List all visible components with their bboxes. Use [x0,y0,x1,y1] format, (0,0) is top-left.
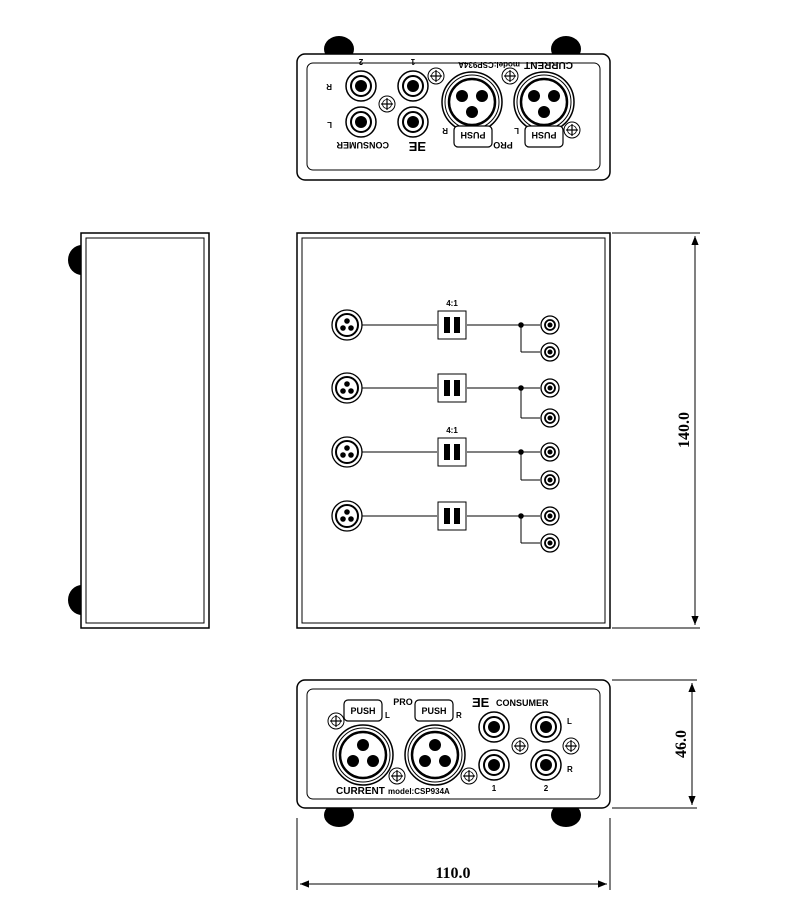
channel-r-label: R [456,711,462,720]
face-inner-outline [301,237,606,624]
rca-l-label: L [327,120,332,129]
transformer-icon [437,310,467,340]
rca-r-label: R [326,82,332,91]
rca-output-icon [540,408,560,428]
pro-label: PRO [393,697,413,707]
rca-l-label: L [567,717,572,726]
screw-icon [327,712,345,730]
depth-value: 46.0 [673,730,690,758]
rca-output-icon [540,315,560,335]
push-label-r: PUSH [421,706,446,716]
foot-front-right [551,803,581,827]
depth-dimension: 46.0 [612,679,697,809]
push-label-l: PUSH [531,130,556,140]
xlr-input-icon [331,309,363,341]
rca-2-label: 2 [544,784,549,793]
top-panel-inner [306,62,601,171]
screw-icon [563,121,581,139]
rca-jack-2-l [530,711,562,743]
push-latch-l [343,699,383,722]
transformer-icon [437,373,467,403]
xlr-connector-l [331,723,395,787]
channel-r-label: R [442,126,448,135]
xlr-connector-l [512,70,576,134]
xlr-connector-r [403,723,467,787]
rca-jack-2-r [530,749,562,781]
face-outline [296,232,611,629]
ratio-label: 4:1 [446,299,458,308]
side-inner-outline [85,237,205,624]
height-value: 140.0 [676,412,693,448]
channel-l-label: L [385,711,390,720]
channel-row: 4:1 [331,299,560,362]
push-latch-r [414,699,454,722]
push-label-l: PUSH [350,706,375,716]
xlr-input-icon [331,500,363,532]
front-panel-view: PUSH PUSH L R PRO CURRENT model:CSP934A … [296,679,611,827]
rca-1-label: 1 [492,784,497,793]
rca-jack-1-l [397,106,429,138]
rca-jack-1-l [478,711,510,743]
xlr-input-icon [331,436,363,468]
rca-1-label: 1 [410,57,415,66]
top-panel-view: PUSH PUSH L R PRO L R 1 2 CONSUMER ƎE CU… [296,36,611,181]
width-dimension: 110.0 [296,818,611,890]
screw-icon [388,767,406,785]
push-label-r: PUSH [460,130,485,140]
rca-output-icon [540,506,560,526]
rca-2-label: 2 [358,57,363,66]
screw-icon [562,737,580,755]
brand-logo-icon: ƎE [408,139,426,154]
front-panel-inner [306,688,601,800]
channel-row [331,372,560,428]
rca-output-icon [540,533,560,553]
side-outline [80,232,210,629]
channel-row [331,500,560,553]
rca-output-icon [540,342,560,362]
foot-front-left [324,803,354,827]
rca-jack-2-r [345,70,377,102]
transformer-icon [437,501,467,531]
screw-icon [427,67,445,85]
transformer-icon [437,437,467,467]
rca-output-icon [540,442,560,462]
push-latch-l [524,125,564,148]
brand-name: CURRENT [336,786,385,797]
brand-logo-icon: ƎE [472,695,490,710]
channel-row: 4:1 [331,426,560,490]
channel-l-label: L [514,126,519,135]
rca-jack-2-l [345,106,377,138]
height-dimension: 140.0 [612,232,700,629]
rca-output-icon [540,470,560,490]
push-latch-r [453,125,493,148]
screw-icon [460,767,478,785]
ratio-label: 4:1 [446,426,458,435]
pro-label: PRO [493,140,513,150]
screw-icon [378,95,396,113]
rca-jack-1-r [478,749,510,781]
side-view [68,232,210,629]
brand-name: CURRENT [524,59,573,70]
consumer-label: CONSUMER [336,140,389,150]
xlr-connector-r [440,70,504,134]
front-face-view: 4:1 4:1 [296,232,611,629]
consumer-label: CONSUMER [496,698,549,708]
model-number: model:CSP934A [458,60,520,69]
rca-r-label: R [567,765,573,774]
rca-jack-1-r [397,70,429,102]
screw-icon [501,67,519,85]
model-number: model:CSP934A [388,787,450,796]
width-value: 110.0 [435,865,470,882]
xlr-input-icon [331,372,363,404]
screw-icon [511,737,529,755]
rca-output-icon [540,378,560,398]
